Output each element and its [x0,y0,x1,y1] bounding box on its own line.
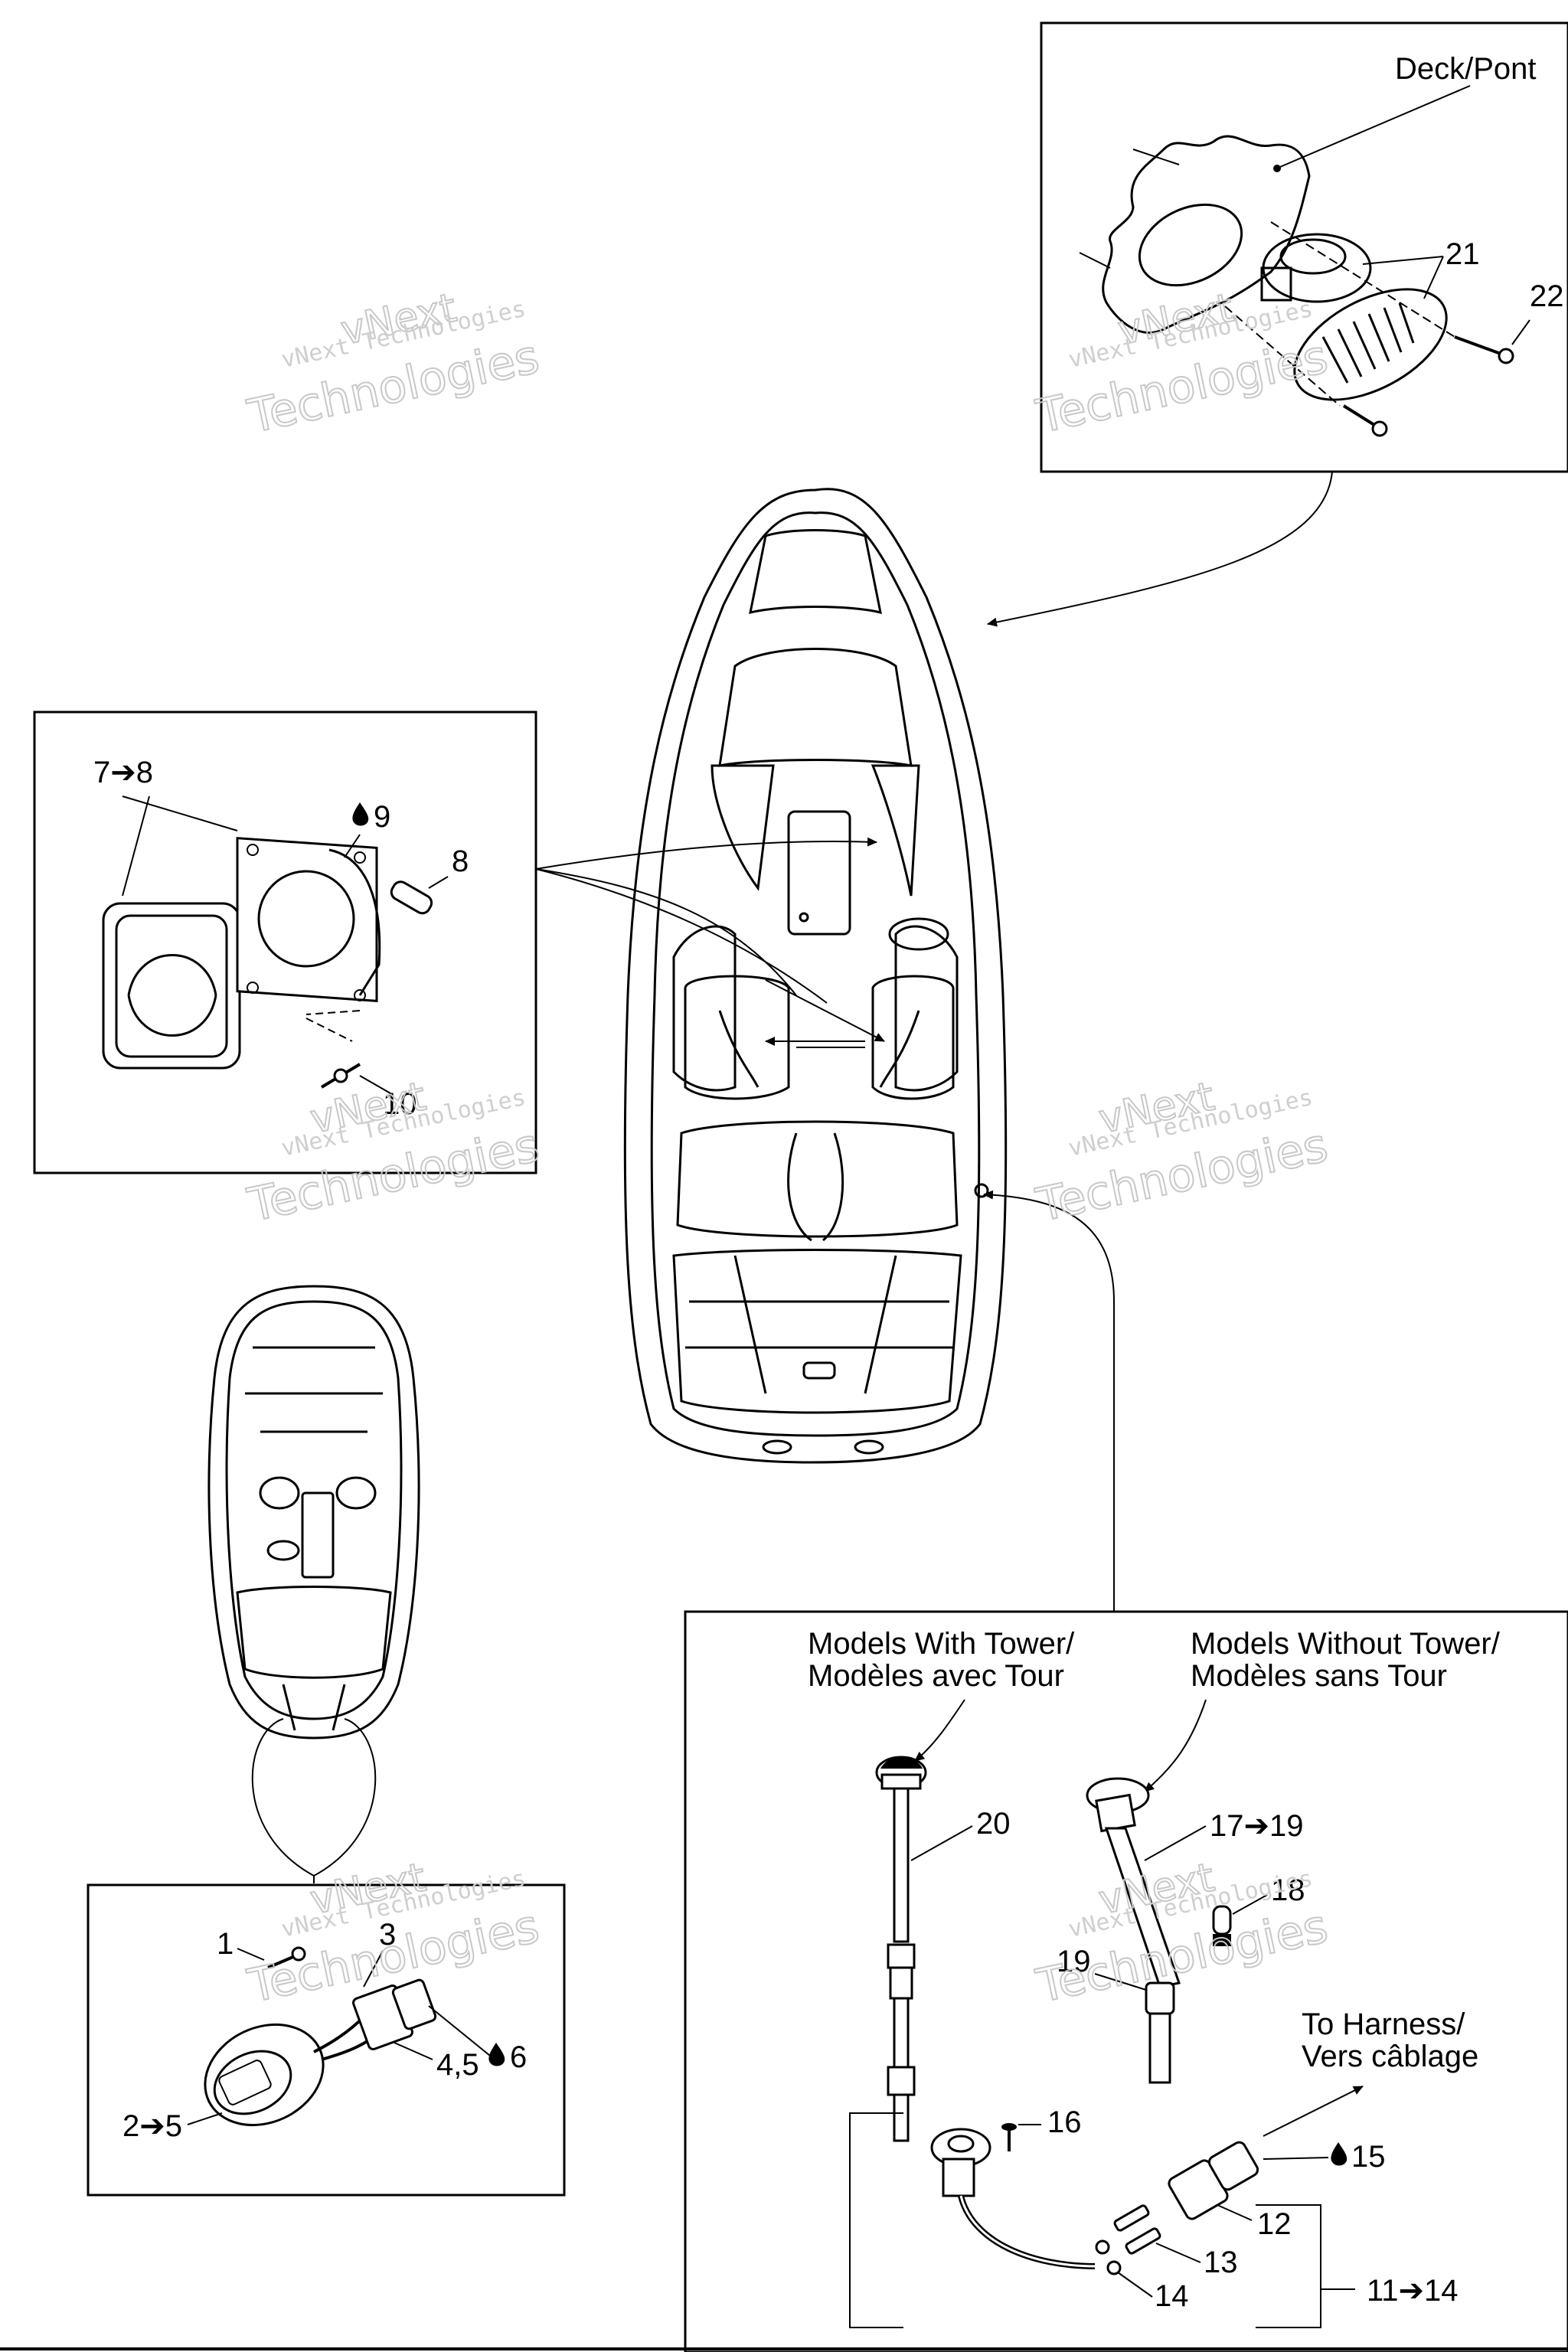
callout-22: 22 [1530,279,1564,313]
callout-1: 1 [217,1927,234,1961]
tower-title-en: Models With Tower/ [808,1627,1075,1661]
callout-16: 16 [1047,2105,1082,2139]
seals-14 [1095,2239,1122,2275]
sealant-drop-icon [1331,2142,1348,2166]
callout-2-to-5: 2➔5 [122,2109,182,2143]
sealant-drop-icon [488,2043,505,2066]
small-boat-rear-view [207,1285,420,1740]
callout-17-to-19: 17➔19 [1210,1809,1304,1843]
callout-3: 3 [379,1918,396,1952]
deck-label: Deck/Pont [1395,52,1537,86]
horn-detail-box: Deck/Pont 21 22 [1040,21,1568,473]
courtesy-light-box: 1 3 6 4,5 2➔5 [87,1883,566,2197]
no-tower-title-fr: Modèles sans Tour [1191,1659,1447,1693]
connector-12 [1168,2141,1259,2220]
callout-14: 14 [1155,2279,1189,2313]
callout-21: 21 [1446,237,1480,271]
socket-19 [1145,1981,1175,2084]
callout-4-5: 4,5 [436,2048,479,2082]
callout-13: 13 [1204,2246,1238,2279]
callout-18: 18 [1271,1873,1305,1907]
nav-light-pole-20 [875,1756,927,2142]
callout-11-to-14: 11➔14 [1367,2274,1459,2308]
callout-6: 6 [510,2040,527,2074]
tower-title-fr: Modèles avec Tour [808,1659,1064,1693]
bulb-8 [390,880,433,915]
bulb-18 [1212,1905,1232,1946]
callout-9: 9 [374,800,390,834]
callout-12: 12 [1257,2207,1292,2241]
watermark: vNext vNext Technologies Technologies vN… [243,284,1334,2014]
harness-fr: Vers câblage [1302,2040,1478,2073]
harness-en: To Harness/ [1302,2007,1465,2041]
screw-22 [1454,335,1514,364]
boat-top-view [623,488,1008,1464]
screw-16 [1001,2123,1041,2151]
terminals-13 [1113,2204,1161,2255]
base-socket [930,2128,991,2197]
callout-7-to-8: 7➔8 [93,756,153,789]
screw-horn-lower [1342,404,1388,437]
nav-light-pole-17 [1086,1777,1181,1988]
callout-20: 20 [976,1807,1011,1841]
callout-15: 15 [1351,2140,1386,2174]
screw-1 [267,1946,306,1969]
gauge-detail-box: 7➔8 9 8 10 [33,710,537,1174]
callout-8: 8 [452,844,469,878]
callout-19: 19 [1057,1945,1091,1978]
sealant-drop-icon [352,802,369,826]
no-tower-title-en: Models Without Tower/ [1191,1627,1501,1661]
nav-light-box: Models With Tower/ Modèles avec Tour Mod… [684,1610,1568,2352]
